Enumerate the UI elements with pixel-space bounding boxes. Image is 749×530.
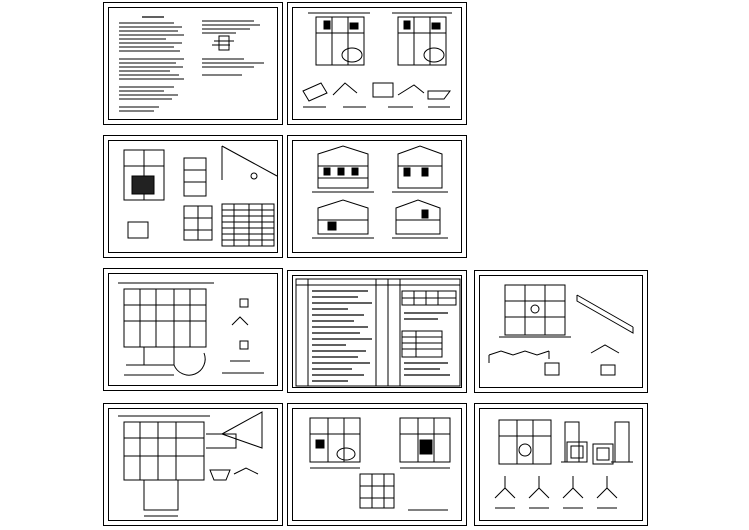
framing-plan-content bbox=[118, 411, 263, 517]
drawing-sheet-foundation-details bbox=[474, 403, 648, 526]
sheet-border bbox=[292, 408, 462, 521]
roof-plans-content bbox=[309, 417, 451, 511]
drawing-sheet-structural-plan bbox=[103, 268, 283, 391]
drawing-sheet-plan-section-table bbox=[103, 135, 283, 258]
drawing-sheet-framing-plan bbox=[103, 403, 283, 526]
elevations-content bbox=[312, 145, 448, 239]
drawing-sheet-schedule-table bbox=[287, 270, 467, 393]
plan-section-content bbox=[123, 145, 278, 247]
sheet-border bbox=[108, 273, 278, 386]
stair-details-content bbox=[488, 284, 634, 376]
general-notes-content bbox=[119, 16, 264, 112]
schedule-table-content bbox=[295, 278, 461, 387]
sheet-border bbox=[479, 408, 643, 521]
foundation-details-content bbox=[494, 419, 633, 509]
schedule-grid bbox=[221, 203, 275, 247]
structural-plan-content bbox=[118, 282, 264, 376]
sheet-border bbox=[108, 7, 278, 120]
drawing-sheet-stair-details bbox=[474, 270, 648, 393]
sheet-border bbox=[108, 140, 278, 253]
drawing-sheet-floor-plans bbox=[287, 2, 467, 125]
floor-plans-content bbox=[302, 12, 452, 108]
sheet-border bbox=[479, 275, 643, 388]
drawing-sheet-roof-plans bbox=[287, 403, 467, 526]
sheet-border bbox=[292, 140, 462, 253]
sheet-border bbox=[292, 7, 462, 120]
drawing-sheet-general-notes bbox=[103, 2, 283, 125]
drawing-sheet-elevations bbox=[287, 135, 467, 258]
sheet-border bbox=[292, 275, 462, 388]
sheet-border bbox=[108, 408, 278, 521]
